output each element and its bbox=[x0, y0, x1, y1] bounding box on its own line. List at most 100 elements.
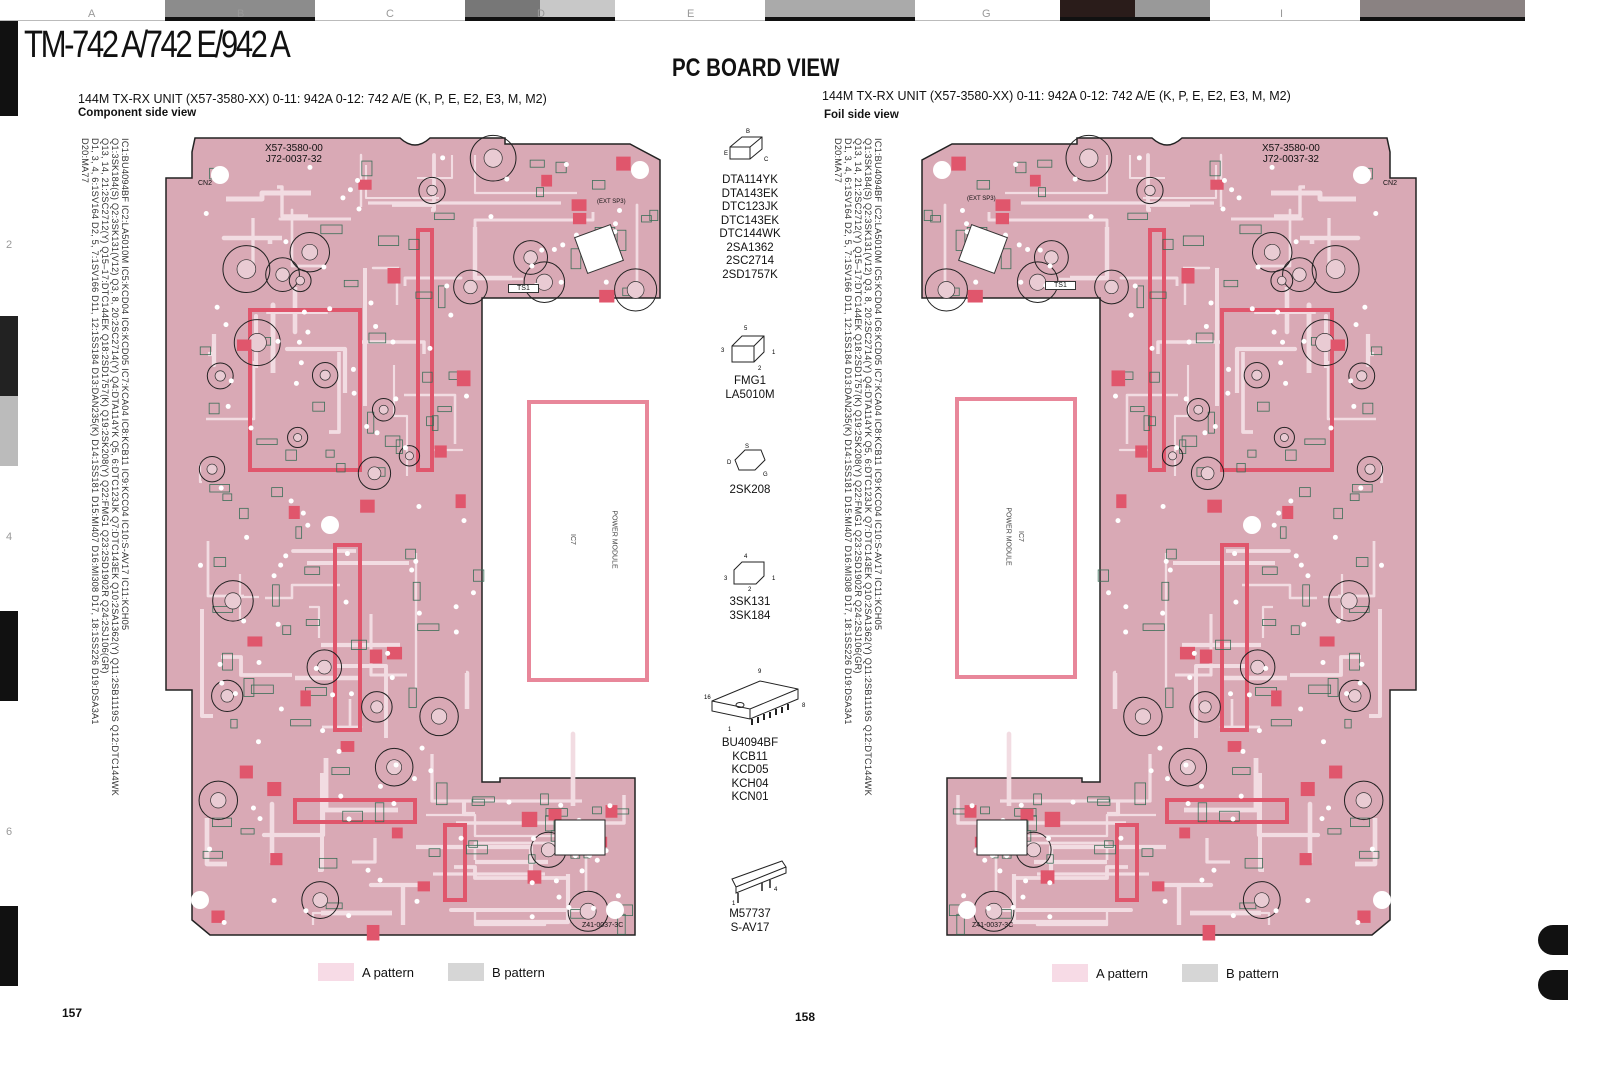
copper-trace bbox=[472, 227, 512, 281]
pkg-2sk208-icon: S D G bbox=[727, 444, 768, 478]
via-hole bbox=[402, 445, 408, 451]
copper-trace bbox=[277, 185, 308, 218]
component-outline bbox=[1219, 810, 1240, 822]
via-hole bbox=[305, 522, 311, 528]
component-outline bbox=[350, 639, 367, 650]
via-hole bbox=[444, 283, 450, 289]
component-outline bbox=[1182, 235, 1204, 246]
ic7-label: IC7 bbox=[568, 534, 576, 545]
board-outline bbox=[921, 137, 1417, 936]
via-hole bbox=[1305, 898, 1311, 904]
component-outline bbox=[405, 548, 416, 560]
component-outline bbox=[1285, 449, 1297, 461]
pin-label: 1 bbox=[732, 901, 736, 907]
part: FMG1 bbox=[734, 375, 766, 387]
component-outline bbox=[472, 796, 495, 803]
capacitor-outline bbox=[222, 245, 271, 294]
component-outline bbox=[1000, 248, 1012, 270]
mounting-hole bbox=[1243, 516, 1261, 534]
copper-trace bbox=[1125, 393, 1178, 444]
grid-col-i: I bbox=[1280, 8, 1284, 20]
via-hole bbox=[321, 264, 327, 270]
component-outline bbox=[290, 719, 312, 727]
copper-trace bbox=[329, 352, 341, 434]
via-hole bbox=[305, 329, 311, 335]
copper-trace bbox=[1271, 190, 1356, 202]
component-outline bbox=[1290, 625, 1300, 635]
via-hole bbox=[553, 878, 559, 884]
b-pattern-swatch bbox=[448, 963, 485, 981]
copper-trace bbox=[1156, 340, 1222, 354]
component-outline bbox=[1302, 584, 1310, 607]
power-module-label: POWER MODULE bbox=[1004, 507, 1012, 566]
red-pad bbox=[1357, 910, 1371, 923]
component-outline bbox=[649, 209, 659, 221]
pkg-module-icon: 1 4 bbox=[731, 860, 787, 907]
via-hole bbox=[1211, 867, 1217, 873]
component-outline bbox=[202, 850, 223, 859]
red-pad bbox=[434, 445, 447, 458]
component-outline bbox=[240, 828, 255, 835]
component-outline bbox=[368, 332, 387, 344]
via-hole bbox=[506, 799, 512, 805]
via-hole bbox=[1353, 322, 1359, 328]
via-hole bbox=[214, 304, 220, 310]
copper-trace bbox=[1300, 235, 1361, 244]
component-outline bbox=[437, 406, 452, 413]
component-outline bbox=[213, 557, 227, 567]
component-outline bbox=[1270, 719, 1292, 727]
via-hole bbox=[603, 279, 609, 285]
via-hole bbox=[973, 279, 979, 285]
component-outline bbox=[243, 678, 255, 697]
via-hole bbox=[1221, 178, 1227, 184]
capacitor-outline bbox=[1189, 691, 1221, 723]
page-number-right: 158 bbox=[795, 1010, 816, 1024]
via-hole bbox=[244, 534, 250, 540]
capacitor-pad bbox=[1029, 273, 1047, 291]
red-pad bbox=[358, 179, 372, 190]
a-pattern-swatch bbox=[1052, 964, 1088, 982]
component-outline bbox=[1161, 581, 1170, 601]
red-pad bbox=[387, 268, 401, 284]
copper-trace bbox=[368, 882, 429, 925]
capacitor-pad bbox=[1292, 267, 1307, 282]
capacitor-outline bbox=[357, 456, 392, 490]
left-legend: A pattern B pattern bbox=[318, 963, 545, 981]
copper-trace bbox=[1274, 185, 1305, 218]
component-outline bbox=[1037, 159, 1053, 168]
pin-label: G bbox=[763, 472, 768, 478]
via-hole bbox=[463, 393, 469, 399]
via-hole bbox=[1280, 339, 1286, 345]
red-pad bbox=[527, 870, 542, 884]
red-pad bbox=[340, 741, 355, 752]
via-hole bbox=[1305, 573, 1311, 579]
component-outline bbox=[361, 160, 373, 177]
copper-trace bbox=[1146, 203, 1190, 212]
capacitor-pad bbox=[1104, 279, 1119, 295]
part: 2SK208 bbox=[729, 484, 771, 496]
via-hole bbox=[374, 430, 380, 436]
via-hole bbox=[1123, 604, 1129, 610]
component-outline bbox=[1162, 238, 1174, 250]
component-outline bbox=[408, 687, 417, 708]
copper-trace bbox=[352, 837, 377, 864]
via-hole bbox=[1162, 898, 1168, 904]
red-pad bbox=[1179, 827, 1191, 839]
via-hole bbox=[997, 868, 1003, 874]
red-pad bbox=[1029, 174, 1041, 187]
component-outline bbox=[1103, 840, 1114, 848]
via-hole bbox=[1276, 510, 1282, 516]
parts-line: D1, 3, 4, 6:1SV164 D2, 5, 7:1SV166 D11, … bbox=[843, 138, 853, 725]
capacitor-outline bbox=[418, 176, 446, 205]
via-hole bbox=[1238, 793, 1244, 799]
capacitor-pad bbox=[295, 275, 305, 286]
component-outline bbox=[1015, 161, 1027, 174]
ic-outline bbox=[1165, 798, 1289, 824]
component-outline bbox=[1165, 687, 1174, 708]
via-hole bbox=[539, 247, 545, 253]
component-outline bbox=[1143, 415, 1151, 431]
a-pattern-label: A pattern bbox=[1096, 965, 1149, 981]
via-hole bbox=[1269, 164, 1275, 170]
component-outline bbox=[384, 435, 401, 447]
via-hole bbox=[1025, 246, 1031, 252]
